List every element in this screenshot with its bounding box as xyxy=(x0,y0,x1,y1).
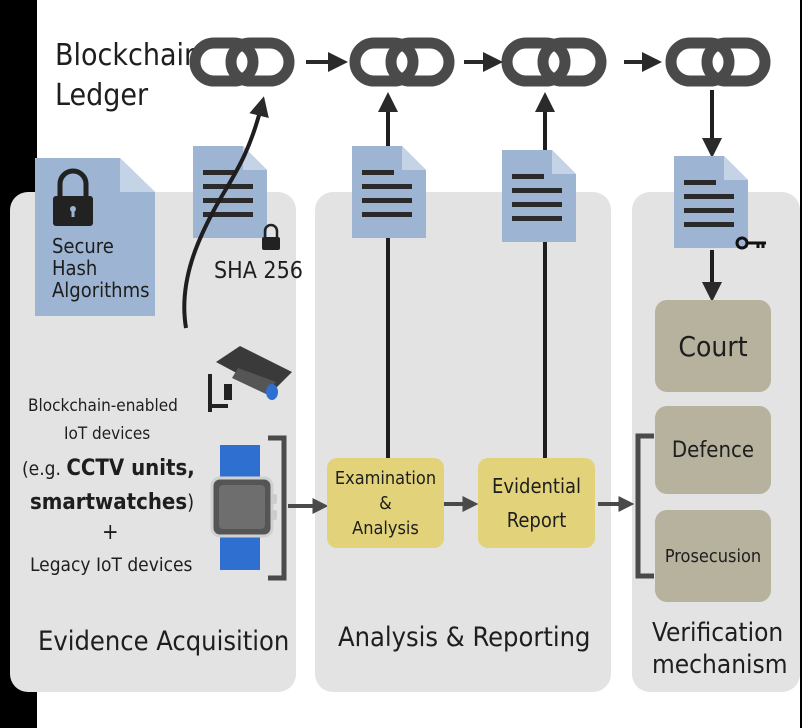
prosecution-label: Prosecusion xyxy=(664,545,762,567)
sha-label: SHA 256 xyxy=(214,258,303,284)
analysis-reporting-panel xyxy=(315,192,611,692)
examination-line1: Examination xyxy=(334,467,437,489)
report-line1: Evidential xyxy=(492,474,581,498)
chain-link-icon xyxy=(189,37,295,87)
examination-line3: Analysis xyxy=(352,517,419,539)
evidential-report-box: Evidential Report xyxy=(478,458,595,548)
devices-line4-bold: smartwatches xyxy=(30,490,188,515)
chain-link-icon xyxy=(349,37,455,87)
padlock-icon xyxy=(53,168,93,226)
defence-label: Defence xyxy=(671,437,755,463)
devices-line6: Legacy IoT devices xyxy=(30,554,193,576)
hash-label-line3: Algorithms xyxy=(52,278,150,302)
defence-box: Defence xyxy=(655,406,771,494)
report-line2: Report xyxy=(506,508,567,532)
prosecution-box: Prosecusion xyxy=(655,510,771,602)
ledger-label-line1: Blockchain xyxy=(55,38,202,73)
devices-line3: (e.g. CCTV units, xyxy=(22,456,195,481)
cctv-camera-icon xyxy=(208,346,292,412)
devices-line1: Blockchain-enabled xyxy=(28,396,178,416)
court-box: Court xyxy=(655,300,771,392)
bracket-icon xyxy=(635,433,654,579)
upload-curve xyxy=(182,96,269,329)
hash-label-line2: Hash xyxy=(52,256,98,280)
document-icon xyxy=(502,150,576,242)
devices-line2: IoT devices xyxy=(64,424,151,444)
chain-link-icon xyxy=(665,37,771,87)
document-icon xyxy=(193,146,267,238)
key-icon xyxy=(735,236,766,250)
padlock-icon xyxy=(262,223,280,250)
hash-label-line1: Secure xyxy=(52,234,114,258)
examination-line2: & xyxy=(379,492,392,514)
bracket-icon xyxy=(268,435,287,581)
smartwatch-icon xyxy=(210,445,277,570)
devices-line3-bold: CCTV units, xyxy=(66,456,195,481)
devices-plus: + xyxy=(102,520,119,545)
ledger-label-line2: Ledger xyxy=(55,78,149,113)
document-icon xyxy=(674,156,748,248)
section-title-acquisition: Evidence Acquisition xyxy=(38,626,290,657)
section-title-verification-line2: mechanism xyxy=(652,650,788,680)
devices-line4: smartwatches) xyxy=(30,490,194,515)
examination-analysis-box: Examination & Analysis xyxy=(327,458,444,548)
court-label: Court xyxy=(678,329,748,363)
devices-line3-prefix: (e.g. xyxy=(22,458,67,480)
section-title-analysis: Analysis & Reporting xyxy=(338,622,591,653)
document-icon xyxy=(352,146,426,238)
devices-line4-suffix: ) xyxy=(187,490,195,514)
section-title-verification-line1: Verification xyxy=(652,618,784,648)
chain-link-icon xyxy=(501,37,607,87)
